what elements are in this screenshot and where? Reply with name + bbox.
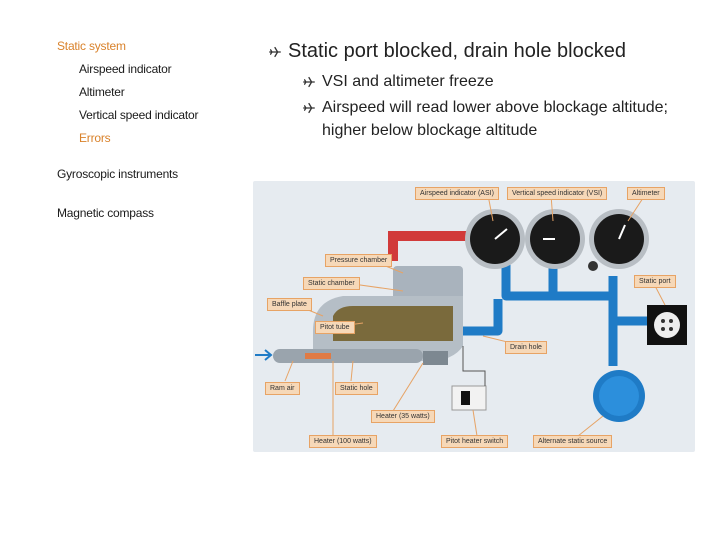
alternate-static-source xyxy=(593,370,645,422)
outline-item-static-system[interactable]: Static system xyxy=(57,39,126,53)
callout-asi: Airspeed indicator (ASI) xyxy=(415,187,499,200)
callout-heater-100: Heater (100 watts) xyxy=(309,435,377,448)
callout-pitot-tube: Pitot tube xyxy=(315,321,355,334)
diagram-artwork xyxy=(255,194,687,437)
callout-pitot-heater-switch: Pitot heater switch xyxy=(441,435,509,448)
airplane-icon xyxy=(303,102,315,113)
pitot-head xyxy=(273,266,463,365)
callout-ram-air: Ram air xyxy=(265,382,300,395)
sub-bullet-1: VSI and altimeter freeze xyxy=(302,70,662,93)
sub-bullet-2: Airspeed will read lower above blockage … xyxy=(302,96,682,142)
heading-text: Static port blocked, drain hole blocked xyxy=(288,40,626,62)
asi-gauge xyxy=(465,209,525,269)
callout-pressure-chamber: Pressure chamber xyxy=(325,254,393,267)
altimeter-gauge xyxy=(589,209,649,269)
callout-vsi: Vertical speed indicator (VSI) xyxy=(507,187,608,200)
airplane-icon xyxy=(303,76,315,87)
outline-item-gyroscopic-instruments[interactable]: Gyroscopic instruments xyxy=(57,167,178,181)
vsi-gauge xyxy=(525,209,585,269)
outline-item-vertical-speed-indicator[interactable]: Vertical speed indicator xyxy=(79,108,199,122)
outline-item-errors[interactable]: Errors xyxy=(79,131,111,145)
callout-heater-35: Heater (35 watts) xyxy=(371,410,435,423)
callout-altimeter: Altimeter xyxy=(627,187,665,200)
altimeter-knob-icon xyxy=(588,261,598,271)
static-lines xyxy=(443,261,648,366)
airplane-icon xyxy=(269,46,281,57)
outline-item-magnetic-compass[interactable]: Magnetic compass xyxy=(57,206,154,220)
heading-bullet: Static port blocked, drain hole blocked xyxy=(268,40,626,63)
side-outline: Static system Airspeed indicator Altimet… xyxy=(0,0,240,540)
outline-item-airspeed-indicator[interactable]: Airspeed indicator xyxy=(79,62,172,76)
callout-static-port: Static port xyxy=(634,275,676,288)
callout-drain-hole: Drain hole xyxy=(505,341,547,354)
static-port xyxy=(647,305,687,345)
pitot-heater-switch-icon xyxy=(451,385,487,411)
sub-bullet-text: Airspeed will read lower above blockage … xyxy=(322,99,668,139)
ram-air-arrow-icon xyxy=(255,349,273,361)
callout-static-chamber: Static chamber xyxy=(303,277,360,290)
callout-alternate-static-source: Alternate static source xyxy=(533,435,613,448)
callout-baffle-plate: Baffle plate xyxy=(267,298,312,311)
outline-item-altimeter[interactable]: Altimeter xyxy=(79,85,125,99)
pitot-static-diagram: Airspeed indicator (ASI) Vertical speed … xyxy=(253,181,695,452)
callout-static-hole: Static hole xyxy=(335,382,378,395)
sub-bullet-text: VSI and altimeter freeze xyxy=(322,73,494,90)
pitot-line xyxy=(388,231,483,261)
